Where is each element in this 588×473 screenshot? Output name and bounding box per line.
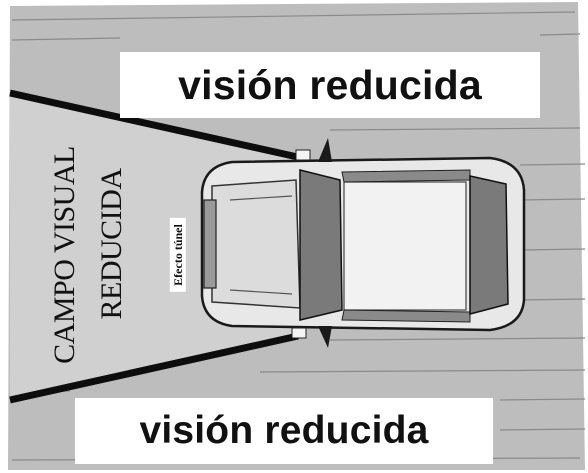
vision-banner-top: visión reducida [120, 52, 540, 118]
vision-banner-bottom: visión reducida [75, 398, 493, 464]
car [200, 138, 526, 348]
car-rear-window [469, 175, 509, 315]
hood-line [229, 195, 293, 201]
field-label-line2: REDUCIDA [95, 168, 128, 320]
headlight-top [295, 149, 311, 161]
field-label-line1: CAMPO VISUAL [48, 146, 81, 364]
car-roof [343, 181, 467, 311]
car-hood [211, 179, 301, 309]
headlight-bottom [291, 327, 307, 339]
mirror-bottom [318, 326, 332, 348]
car-side-window-bottom [341, 309, 471, 323]
car-windshield [299, 169, 343, 321]
tunnel-effect-label: Efecto túnel [169, 218, 187, 292]
car-grille [203, 199, 217, 289]
mirror-top [318, 138, 332, 162]
cone-edge-top [9, 89, 303, 162]
cone-edge-bottom [9, 332, 299, 404]
hood-line [229, 289, 293, 295]
car-side-window-top [341, 169, 471, 183]
